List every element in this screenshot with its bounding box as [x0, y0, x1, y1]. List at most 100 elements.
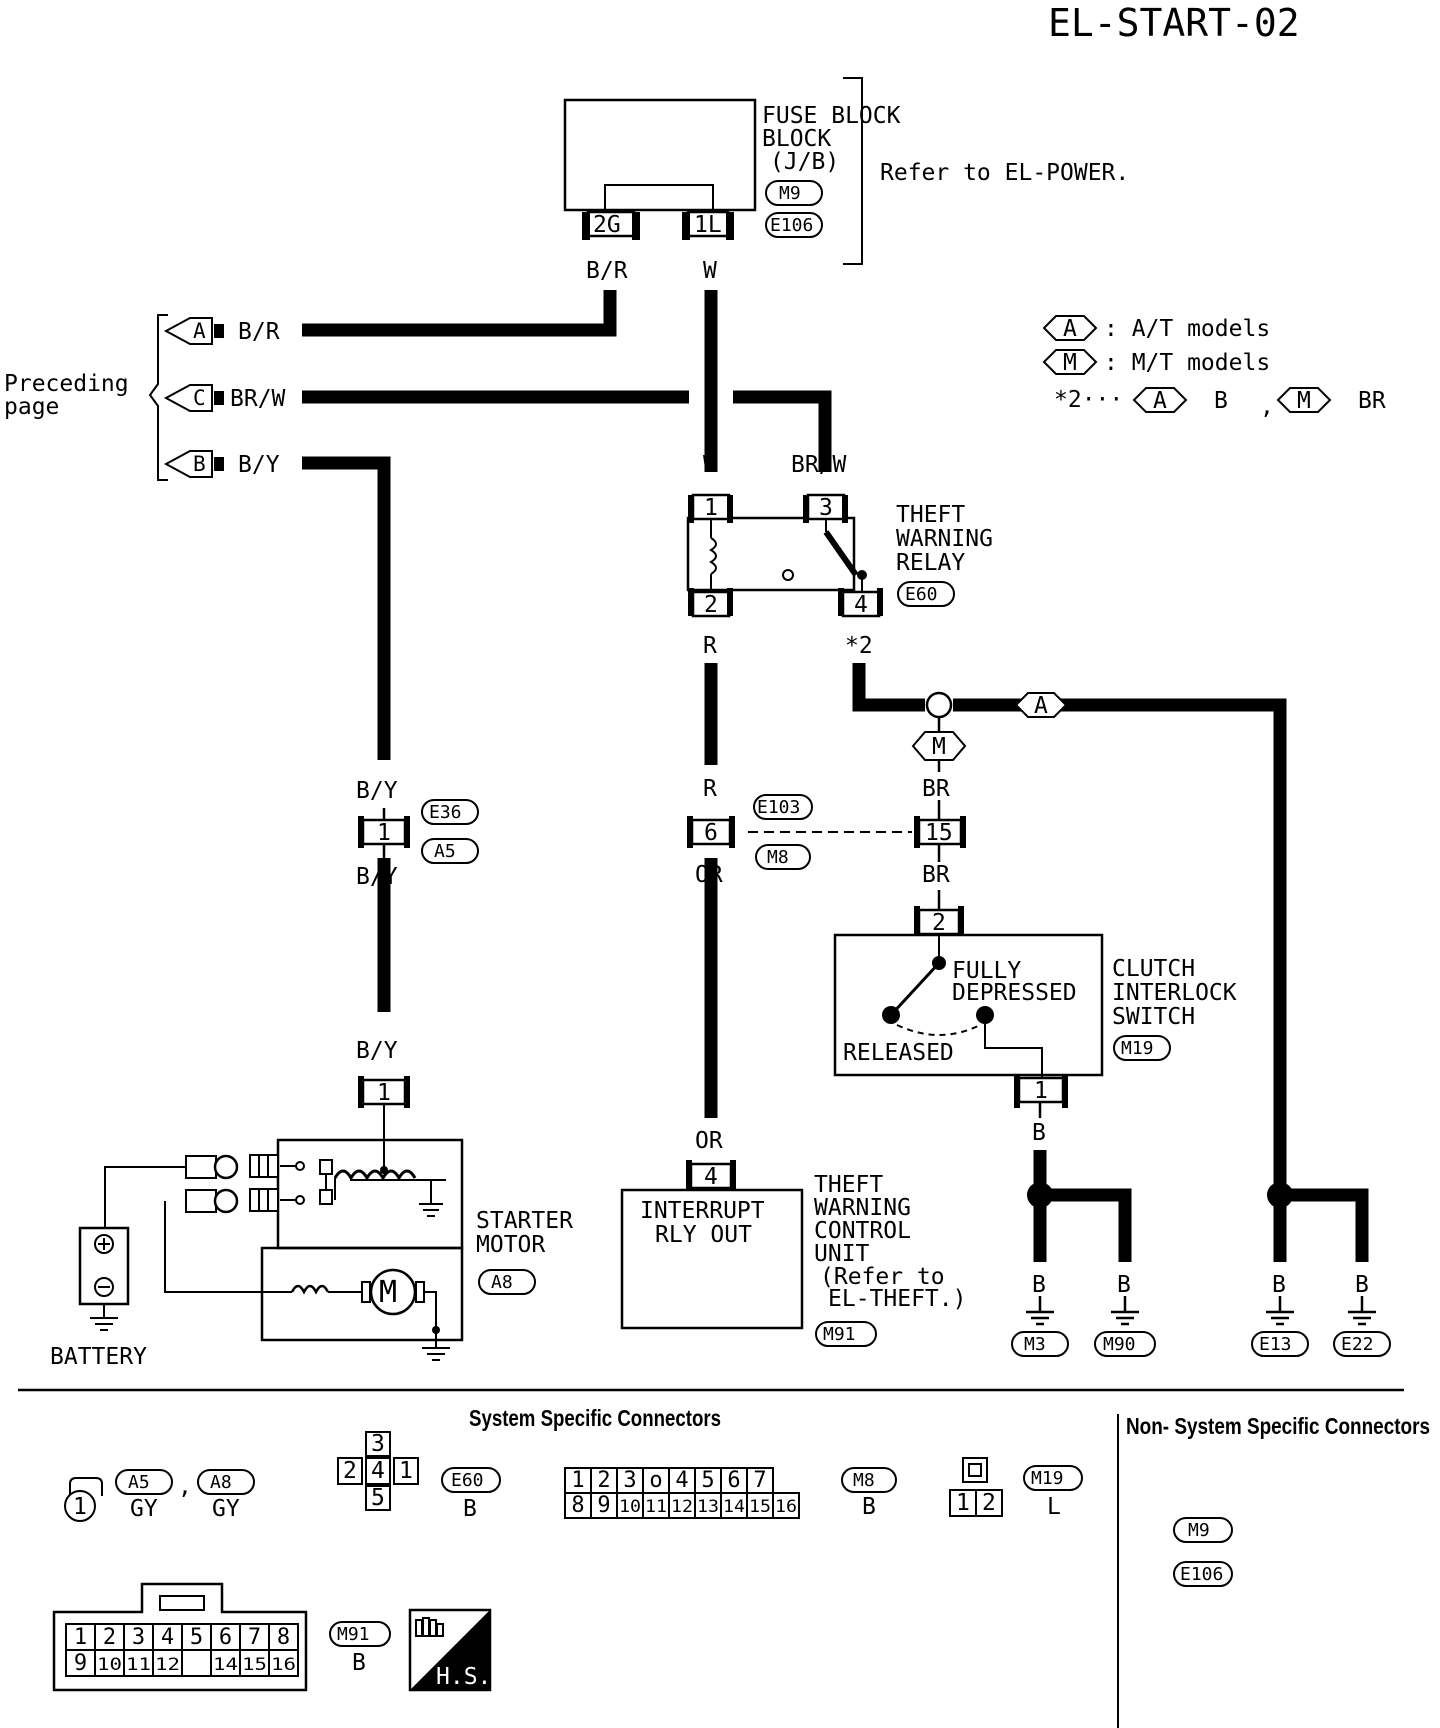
connector-code: E106 [770, 215, 813, 236]
pin-label: 14 [213, 1655, 238, 1675]
splice-dot [1027, 1182, 1053, 1208]
legend: A : A/T models M : M/T models *2··· A B … [1042, 315, 1386, 420]
legend-color: B [1214, 388, 1228, 414]
connector-code: E103 [757, 797, 800, 818]
wire-star2 [852, 663, 925, 712]
pin-label: 1 [571, 1468, 584, 1493]
pin-label: 3 [132, 1625, 145, 1650]
connector-e60-face: 3 2 4 1 5 E60 B [337, 1431, 501, 1522]
preceding-code: B [193, 452, 206, 476]
fuse-terminal-1l: 1L [682, 210, 734, 240]
junction-code: A [1034, 693, 1048, 719]
wire-breaks [689, 383, 733, 411]
theft-warning-relay: 1 3 2 4 THEFT WARNING RELAY E60 [686, 493, 993, 618]
connector-code: A5 [434, 841, 456, 862]
wire-color-label: BR/W [791, 452, 847, 478]
am-junction: A M [911, 691, 1068, 822]
pin-cell [772, 1492, 800, 1519]
wire-color-label: B/Y [356, 1038, 398, 1064]
connector-code: M8 [767, 847, 789, 868]
fuse-terminal-2g: 2G [582, 210, 640, 240]
unit-pin: 4 [704, 1164, 718, 1190]
preceding-code: A [193, 319, 206, 343]
joint-connector-e103-m8: 6 15 E103 M8 [687, 794, 966, 912]
fuse-block: 2G 1L FUSE BLOCK BLOCK (J/B) M9 E106 Ref… [563, 77, 1129, 265]
pin-label: 10 [97, 1655, 122, 1675]
wire-brw [302, 390, 832, 472]
connector-code: M91 [823, 1324, 856, 1345]
relay-pin: 2 [704, 592, 718, 618]
ground-code: E13 [1259, 1334, 1292, 1355]
theft-warning-control-unit: 4 INTERRUPT RLY OUT THEFT WARNING CONTRO… [620, 1160, 966, 1347]
pin-label: 11 [645, 1497, 667, 1517]
pin-label: 11 [126, 1655, 151, 1675]
pin-label: 15 [749, 1497, 771, 1517]
wire-color-label: OR [695, 862, 723, 888]
pin-label: 2 [103, 1625, 116, 1650]
wire-br [302, 290, 617, 337]
pin-label: 14 [723, 1497, 745, 1517]
ground-code: M3 [1024, 1334, 1046, 1355]
connector-color: GY [130, 1496, 158, 1522]
legend-code: M [1063, 350, 1077, 376]
preceding-label: page [4, 394, 59, 420]
legend-color: BR [1358, 388, 1386, 414]
pin-label: 1 [74, 1625, 87, 1650]
clutch-interlock-switch: 2 FULLY DEPRESSED RELEASED 1 CLUTCH INTE… [833, 906, 1237, 1118]
legend-note-prefix: *2··· [1054, 387, 1123, 413]
switch-state: RELEASED [843, 1040, 954, 1066]
relay-name: THEFT [896, 502, 965, 528]
pin-label: 15 [242, 1655, 267, 1675]
wire-color-label: W [703, 452, 717, 478]
switch-state: DEPRESSED [952, 980, 1077, 1006]
switch-state: FULLY [952, 958, 1021, 984]
connector-code: A8 [491, 1272, 513, 1293]
connector-code: E106 [1180, 1564, 1223, 1585]
pin-label: 13 [697, 1497, 719, 1517]
harness-side-marker: H.S. [408, 1608, 491, 1692]
legend-text: : A/T models [1104, 316, 1270, 342]
starter-name: MOTOR [476, 1232, 545, 1258]
connector-color: L [1047, 1494, 1061, 1520]
pin-label: 10 [619, 1497, 641, 1517]
battery-label: BATTERY [50, 1344, 147, 1370]
wires [302, 290, 1369, 1262]
relay-name: RELAY [896, 550, 965, 576]
connector-code: E60 [451, 1470, 484, 1491]
connector-code: E60 [905, 584, 938, 605]
pin-cell [181, 1649, 212, 1677]
joint-pin: 6 [704, 820, 718, 846]
relay-pin: 4 [854, 592, 868, 618]
connector-m91-face [52, 1582, 308, 1692]
legend-text: : M/T models [1104, 350, 1270, 376]
wire-color-label: W [703, 258, 717, 284]
pin-label: 2 [343, 1458, 357, 1484]
starter-name: STARTER [476, 1208, 573, 1234]
motor-symbol: M [379, 1275, 397, 1310]
wire-labels: B/R W W BR/W R *2 B/Y B/Y B/Y R OR OR BR… [356, 258, 1369, 1298]
wire-color-label: *2 [845, 633, 873, 659]
fuse-block-name: FUSE BLOCK [762, 103, 901, 129]
unit-line: RLY OUT [655, 1222, 752, 1248]
grounds [1026, 1296, 1376, 1326]
switch-name: SWITCH [1112, 1004, 1195, 1030]
preceding-color: BR/W [230, 386, 286, 412]
pin-label: 1 [73, 1494, 87, 1520]
preceding-item-b: B B/Y [163, 450, 280, 478]
pin-label: 5 [190, 1625, 203, 1650]
wire-color-label: B [1032, 1120, 1046, 1146]
connector-pin: 1 [377, 820, 391, 846]
pin-label: 4 [371, 1458, 385, 1484]
wire-color-label: B [1117, 1272, 1131, 1298]
unit-name: WARNING [814, 1195, 911, 1221]
starter-motor: 1 M [50, 1076, 573, 1370]
connector-code: A8 [210, 1472, 232, 1493]
pin-label: 8 [571, 1493, 584, 1518]
preceding-page: Preceding page A B/R C BR/W B B/Y [4, 314, 286, 481]
pin-label: 3 [623, 1468, 636, 1493]
page-title: EL-START-02 [1048, 1, 1300, 45]
connector-e36-a5: 1 E36 A5 [358, 799, 479, 864]
legend-code: A [1063, 316, 1077, 342]
